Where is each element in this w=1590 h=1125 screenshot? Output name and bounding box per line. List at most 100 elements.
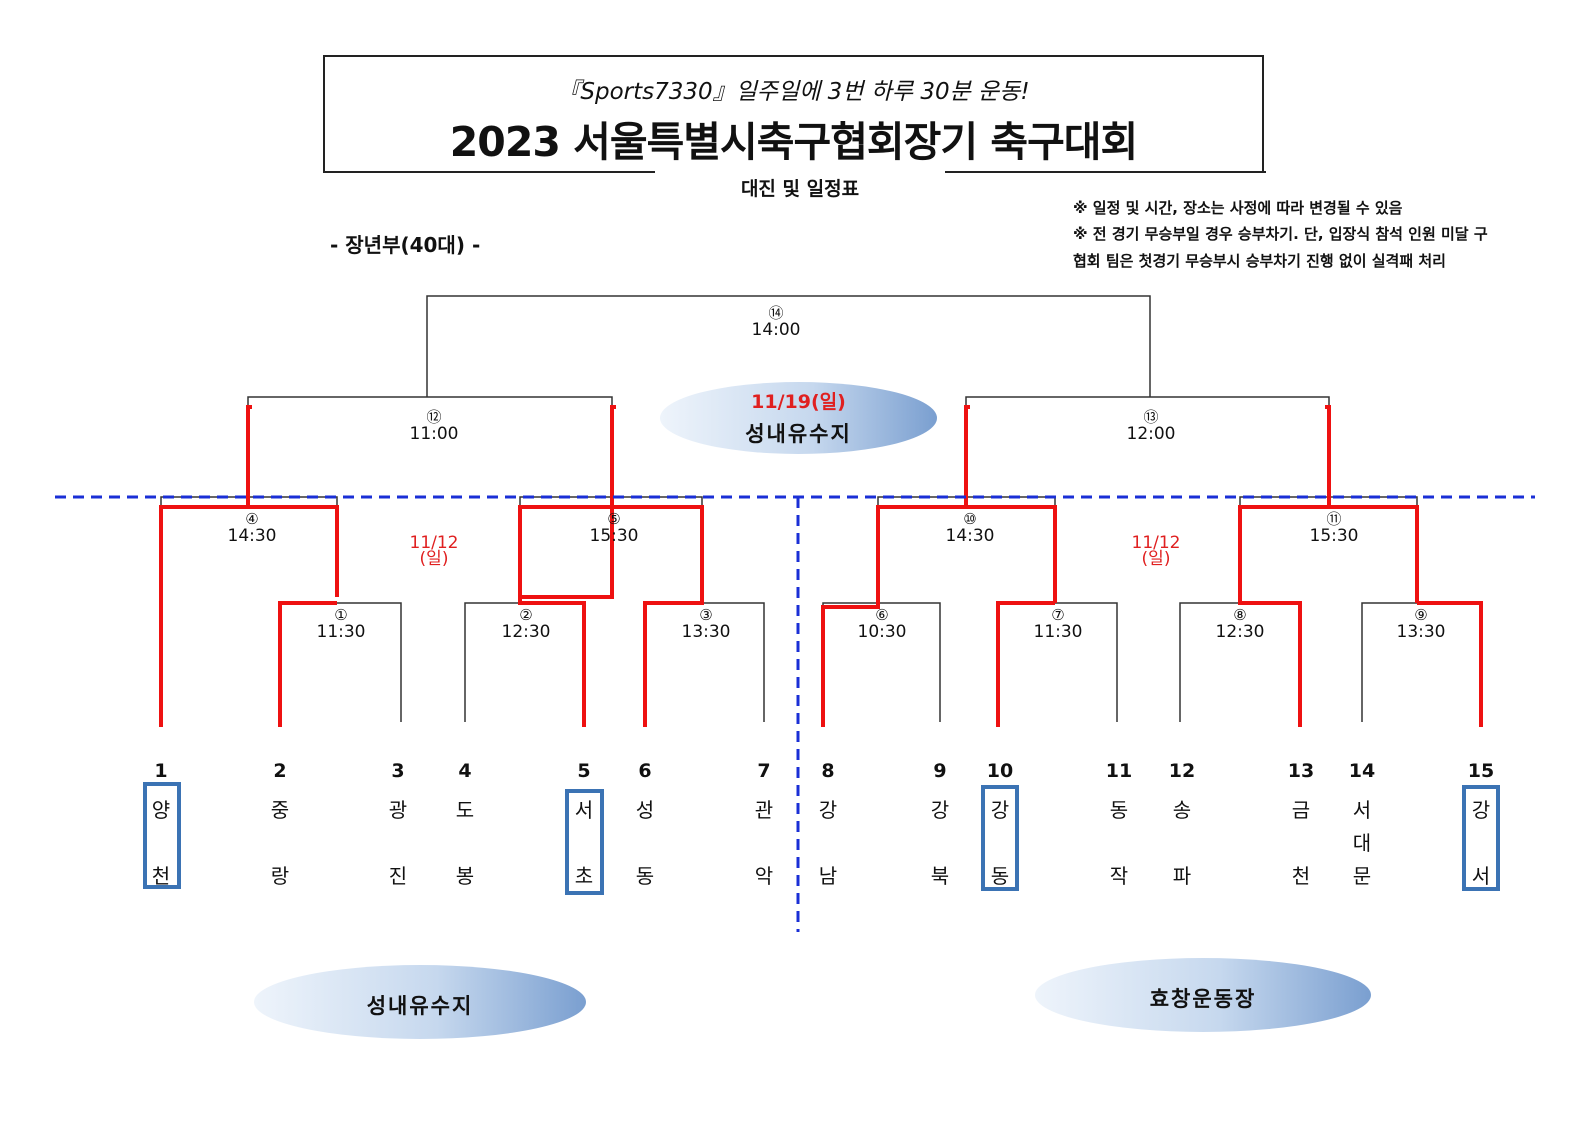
team-name-char: 랑	[270, 864, 290, 888]
match-no: ①	[334, 606, 348, 624]
header-frame-bottom-right	[945, 171, 1266, 173]
match-10: ⑩ 14:30	[934, 511, 1006, 545]
match-6: ⑥ 10:30	[846, 607, 918, 641]
page-title: 2023 서울특별시축구협회장기 축구대회	[449, 118, 1138, 166]
team-name-char: 남	[818, 864, 838, 888]
bracket-winner-lines	[159, 405, 1483, 727]
section-dividers	[55, 495, 1535, 932]
match-no: ⑩	[963, 510, 977, 528]
match-9: ⑨ 13:30	[1385, 607, 1457, 641]
note-2: ※ 전 경기 무승부일 경우 승부차기. 단, 입장식 참석 인원 미달 구	[1073, 225, 1488, 243]
team-name-char: 동	[635, 864, 655, 888]
round1-date-left: 11/12 (일)	[409, 533, 459, 569]
team-number: 14	[1348, 760, 1376, 782]
match-time: 14:00	[751, 320, 801, 340]
match-no: ⑪	[1326, 510, 1342, 528]
venue-oval-left	[254, 965, 586, 1039]
match-time: 12:30	[1215, 622, 1265, 642]
team-name-char: 문	[1352, 864, 1372, 888]
final-date: 11/19(일)	[751, 391, 846, 413]
note-3: 협회 팀은 첫경기 무승부시 승부차기 진행 없이 실격패 처리	[1073, 252, 1446, 270]
match-13: ⑬ 12:00	[1115, 409, 1187, 443]
team-name-char: 성	[635, 798, 655, 822]
team-name-char: 동	[1109, 798, 1129, 822]
team-name-char: 대	[1352, 831, 1372, 855]
team-name-char: 금	[1291, 798, 1311, 822]
match-time: 15:30	[589, 526, 639, 546]
header-frame	[323, 55, 1264, 173]
team-number: 5	[577, 760, 591, 782]
match-time: 12:00	[1126, 424, 1176, 444]
team-name-char: 서	[1352, 798, 1372, 822]
match-no: ⑦	[1051, 606, 1065, 624]
team-name-char: 초	[574, 864, 594, 888]
match-14: ⑭ 14:00	[740, 305, 812, 339]
team-name-char: 악	[754, 864, 774, 888]
match-time: 13:30	[681, 622, 731, 642]
match-no: ②	[519, 606, 533, 624]
team-name-char: 관	[754, 798, 774, 822]
page-subtitle: 대진 및 일정표	[740, 178, 860, 200]
team-name-char: 봉	[455, 864, 475, 888]
header-frame-bottom-left	[323, 171, 655, 173]
match-no: ⑭	[768, 304, 784, 322]
team-name-char: 광	[388, 798, 408, 822]
match-no: ③	[699, 606, 713, 624]
team-name-char: 동	[990, 864, 1010, 888]
team-number: 7	[757, 760, 771, 782]
note-1: ※ 일정 및 시간, 장소는 사정에 따라 변경될 수 있음	[1073, 199, 1403, 217]
match-12: ⑫ 11:00	[398, 409, 470, 443]
team-name-char: 강	[1471, 798, 1491, 822]
team-name-char: 북	[930, 864, 950, 888]
match-time: 12:30	[501, 622, 551, 642]
match-time: 14:30	[227, 526, 277, 546]
match-time: 13:30	[1396, 622, 1446, 642]
match-no: ⑨	[1414, 606, 1428, 624]
match-no: ⑫	[426, 408, 442, 426]
match-11: ⑪ 15:30	[1298, 511, 1370, 545]
match-no: ⑥	[875, 606, 889, 624]
round1-date-right: 11/12 (일)	[1131, 533, 1181, 569]
match-7: ⑦ 11:30	[1022, 607, 1094, 641]
match-time: 10:30	[857, 622, 907, 642]
team-number: 11	[1105, 760, 1133, 782]
venue-oval-right	[1035, 958, 1371, 1032]
team-number: 1	[154, 760, 168, 782]
match-time: 11:00	[409, 424, 459, 444]
team-name-char: 작	[1109, 864, 1129, 888]
team-name-char: 진	[388, 864, 408, 888]
advanced-team-box	[143, 782, 181, 889]
match-8: ⑧ 12:30	[1204, 607, 1276, 641]
match-no: ⑬	[1143, 408, 1159, 426]
match-2: ② 12:30	[490, 607, 562, 641]
team-name-char: 송	[1172, 798, 1192, 822]
division-label: - 장년부(40대) -	[330, 233, 481, 257]
team-number: 3	[391, 760, 405, 782]
final-venue-oval	[660, 382, 937, 454]
match-3: ③ 13:30	[670, 607, 742, 641]
team-name-char: 도	[455, 798, 475, 822]
team-number: 4	[458, 760, 472, 782]
team-number: 2	[273, 760, 287, 782]
match-no: ⑤	[607, 510, 621, 528]
team-name-char: 중	[270, 798, 290, 822]
team-number: 6	[638, 760, 652, 782]
team-name-char: 서	[574, 798, 594, 822]
match-time: 15:30	[1309, 526, 1359, 546]
team-name-char: 강	[818, 798, 838, 822]
team-name-char: 파	[1172, 864, 1192, 888]
team-name-char: 양	[151, 798, 171, 822]
match-time: 14:30	[945, 526, 995, 546]
slogan: 『Sports7330』일주일에 3번 하루 30분 운동!	[557, 79, 1030, 105]
team-number: 12	[1168, 760, 1196, 782]
match-no: ④	[245, 510, 259, 528]
team-name-char: 천	[1291, 864, 1311, 888]
match-4: ④ 14:30	[216, 511, 288, 545]
team-number: 15	[1467, 760, 1495, 782]
team-name-char: 서	[1471, 864, 1491, 888]
team-name-char: 강	[990, 798, 1010, 822]
team-number: 13	[1287, 760, 1315, 782]
match-time: 11:30	[1033, 622, 1083, 642]
team-number: 9	[933, 760, 947, 782]
